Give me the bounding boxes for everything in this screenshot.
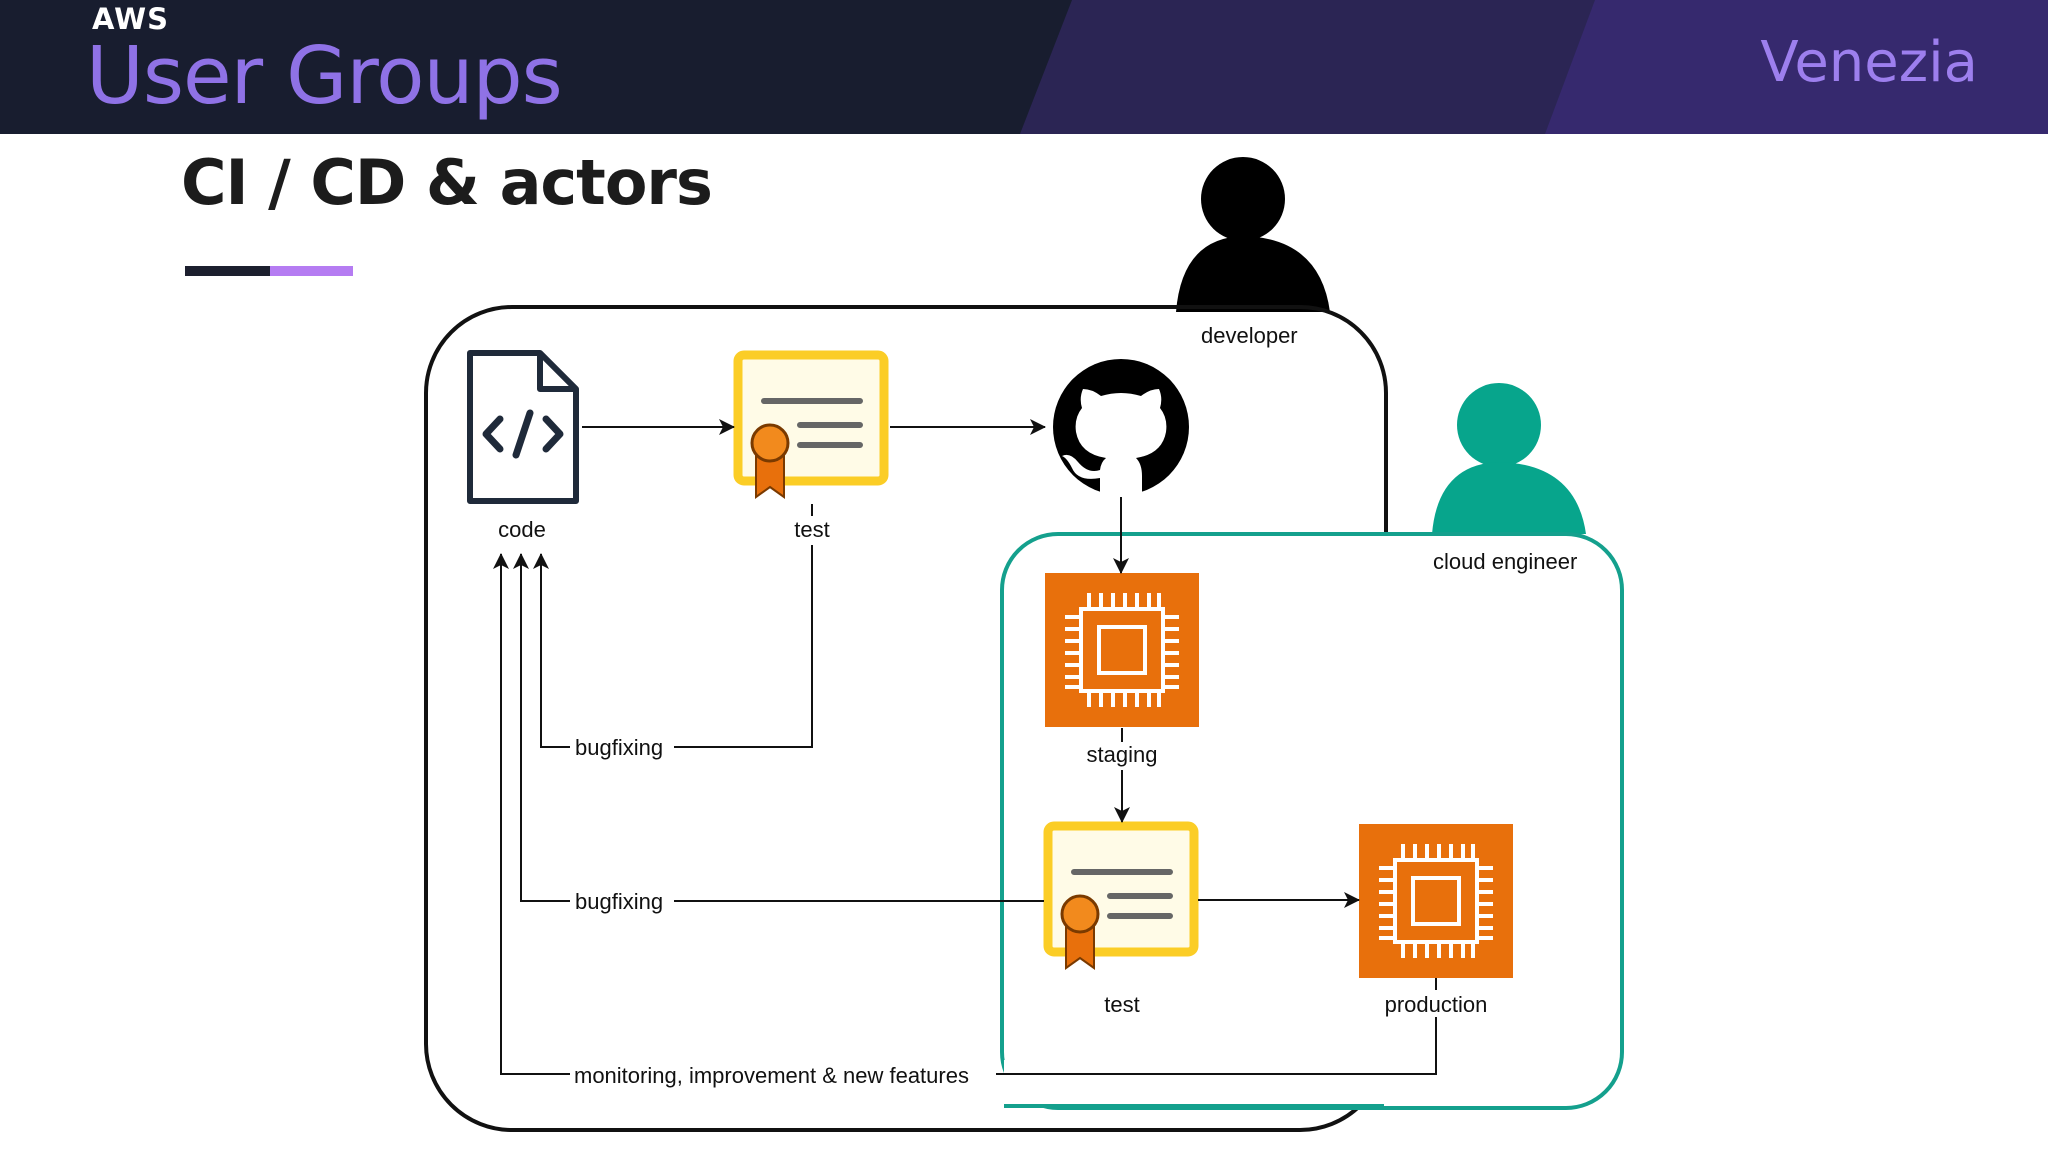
certificate-icon-test-1	[738, 355, 884, 497]
cloud-engineer-actor-icon	[1432, 383, 1586, 534]
bugfix-label-2: bugfixing	[575, 889, 663, 914]
code-file-icon	[467, 350, 579, 504]
header-banner: AWS User Groups Venezia	[0, 0, 2048, 134]
developer-label: developer	[1201, 323, 1298, 348]
header-background-shapes	[1020, 0, 2048, 134]
aws-label: AWS	[92, 2, 170, 36]
user-groups-title: User Groups	[86, 30, 563, 122]
developer-actor-icon	[1176, 157, 1330, 312]
certificate-icon-test-2	[1048, 826, 1194, 968]
feedback-line-bugfix-1	[541, 545, 813, 748]
feedback-line-monitoring	[501, 554, 1437, 1075]
compute-chip-icon-staging	[1043, 571, 1201, 729]
feedback-line-bugfix-2	[521, 554, 1044, 902]
test-label-1: test	[794, 517, 829, 542]
cloud-engineer-label: cloud engineer	[1433, 549, 1577, 574]
bugfix-label-1: bugfixing	[575, 735, 663, 760]
github-icon	[1053, 359, 1189, 497]
slide-title: CI / CD & actors	[181, 146, 713, 219]
test-label-2: test	[1104, 992, 1139, 1017]
staging-label: staging	[1087, 742, 1158, 767]
code-label: code	[498, 517, 546, 542]
production-label: production	[1385, 992, 1488, 1017]
title-underline-purple	[270, 266, 353, 276]
title-underline-dark	[185, 266, 270, 276]
city-name: Venezia	[1760, 30, 1978, 95]
monitoring-label: monitoring, improvement & new features	[574, 1063, 969, 1088]
compute-chip-icon-production	[1357, 822, 1515, 980]
